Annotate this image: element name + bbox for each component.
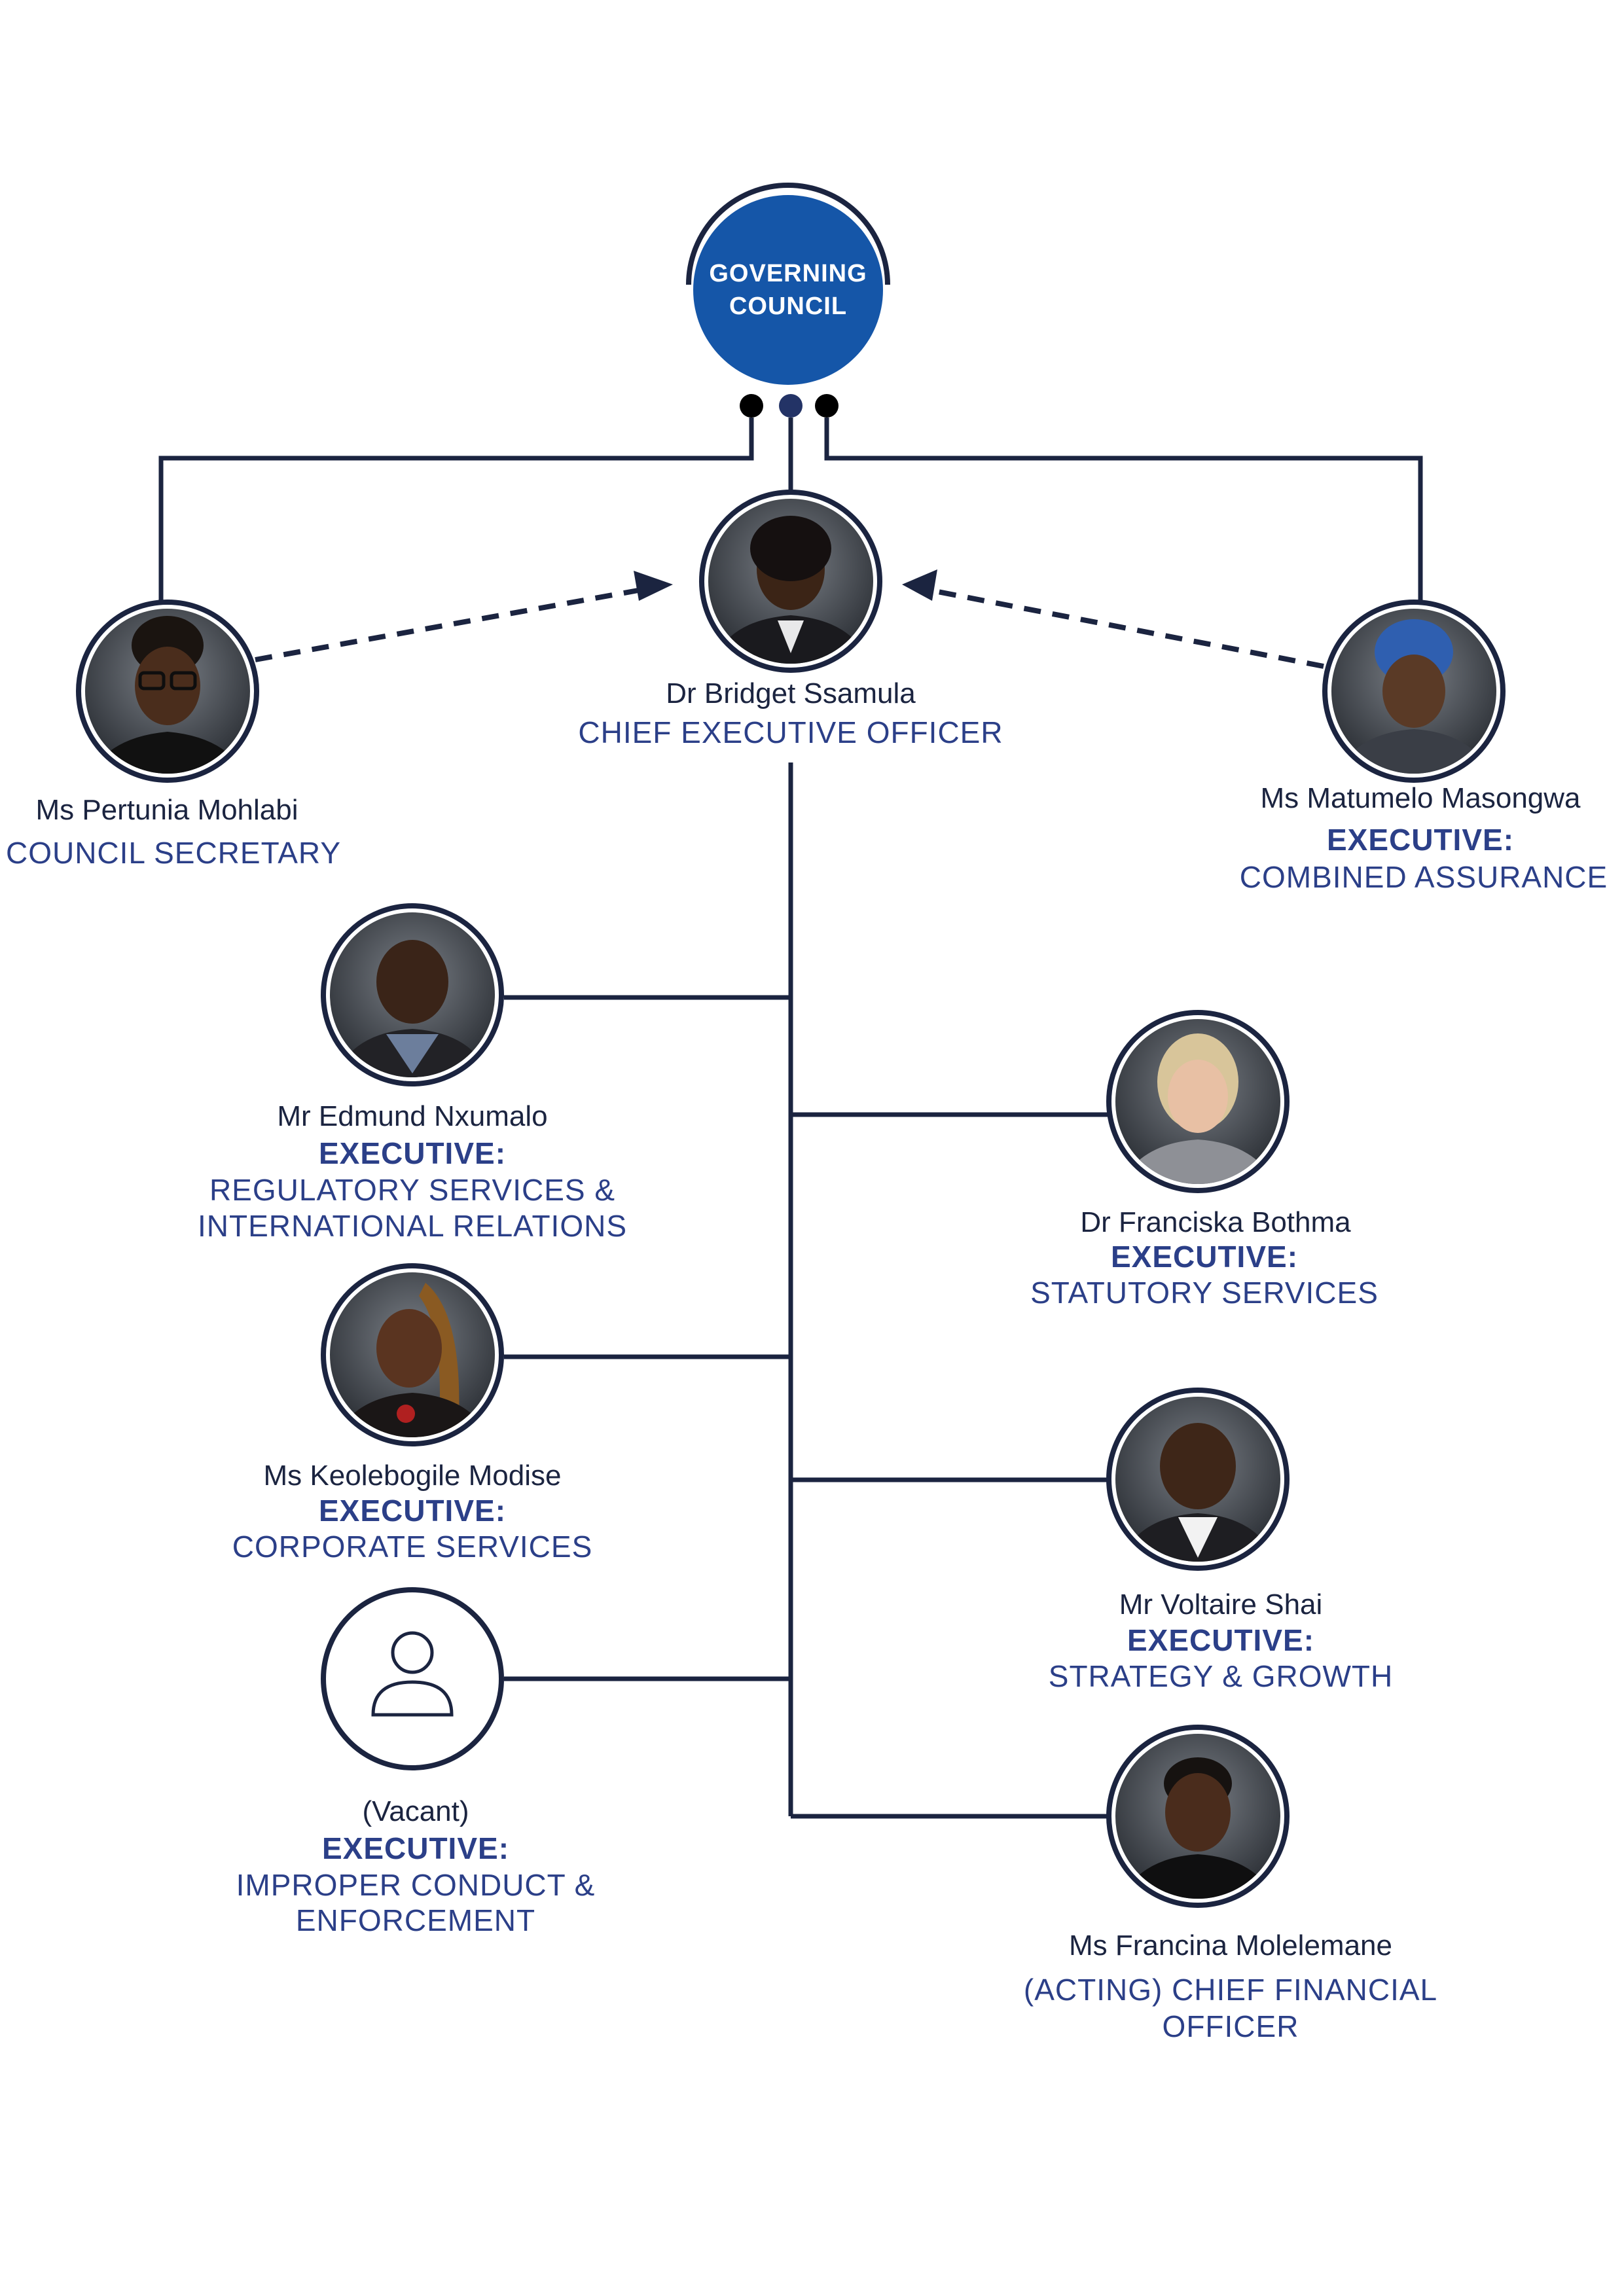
connector-dot-left	[740, 394, 763, 418]
arrowhead-right	[902, 569, 937, 601]
portrait-assurance	[1322, 600, 1506, 783]
regulatory-name: Mr Edmund Nxumalo	[277, 1100, 548, 1132]
strategy-role: STRATEGY & GROWTH	[1048, 1659, 1394, 1693]
improper-name: (Vacant)	[362, 1795, 469, 1827]
improper-exec: EXECUTIVE:	[321, 1831, 510, 1865]
secretary-role: COUNCIL SECRETARY	[5, 836, 342, 870]
statutory-name: Dr Franciska Bothma	[1080, 1206, 1351, 1238]
connector-dot-center	[779, 394, 803, 418]
vacant-person-icon	[321, 1587, 504, 1770]
portrait-strategy	[1106, 1388, 1290, 1571]
cfo-role-line1: (ACTING) CHIEF FINANCIAL	[1023, 1973, 1438, 2007]
corporate-name: Ms Keolebogile Modise	[263, 1460, 562, 1492]
connector-dot-right	[815, 394, 839, 418]
governing-council-node: GOVERNING COUNCIL	[693, 195, 883, 385]
portrait-corporate	[321, 1263, 504, 1446]
council-label-line1: GOVERNING	[709, 260, 867, 287]
portrait-cfo	[1106, 1725, 1290, 1908]
assurance-name: Ms Matumelo Masongwa	[1260, 782, 1581, 814]
line-council-assurance	[824, 418, 1423, 603]
portrait-regulatory	[321, 903, 504, 1086]
assurance-role: COMBINED ASSURANCE	[1239, 860, 1608, 894]
line-council-secretary	[158, 418, 754, 603]
strategy-name: Mr Voltaire Shai	[1119, 1588, 1323, 1621]
statutory-exec: EXECUTIVE:	[1110, 1240, 1299, 1274]
arrowhead-left	[634, 571, 673, 601]
ceo-name: Dr Bridget Ssamula	[666, 677, 916, 709]
statutory-role: STATUTORY SERVICES	[1030, 1276, 1379, 1310]
secretary-name: Ms Pertunia Mohlabi	[35, 794, 298, 826]
council-arc	[686, 183, 890, 285]
improper-role-line1: IMPROPER CONDUCT &	[236, 1868, 596, 1902]
strategy-exec: EXECUTIVE:	[1127, 1623, 1315, 1657]
portrait-ceo	[699, 490, 882, 673]
cfo-role-line2: OFFICER	[1162, 2009, 1299, 2043]
regulatory-exec: EXECUTIVE:	[318, 1136, 507, 1170]
corporate-role: CORPORATE SERVICES	[232, 1530, 593, 1564]
cfo-name: Ms Francina Molelemane	[1069, 1929, 1392, 1962]
improper-role-line2: ENFORCEMENT	[295, 1903, 536, 1937]
dashed-arrow-assurance-ceo	[930, 588, 1324, 669]
regulatory-role-line2: INTERNATIONAL RELATIONS	[197, 1209, 628, 1243]
assurance-exec: EXECUTIVE:	[1326, 823, 1515, 857]
portrait-statutory	[1106, 1010, 1290, 1193]
dashed-arrow-secretary-ceo	[255, 588, 639, 662]
corporate-exec: EXECUTIVE:	[318, 1494, 507, 1528]
portrait-secretary	[76, 600, 259, 783]
council-label-line2: COUNCIL	[729, 293, 848, 320]
ceo-role: CHIEF EXECUTIVE OFFICER	[578, 715, 1003, 749]
regulatory-role-line1: REGULATORY SERVICES &	[209, 1173, 616, 1207]
